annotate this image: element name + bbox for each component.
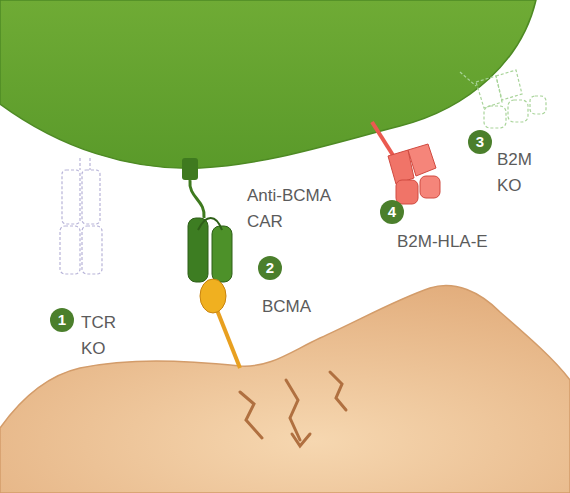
part-label: B2M-HLA-E <box>397 229 527 255</box>
part-label: Anti-BCMA CAR <box>247 183 339 235</box>
tumor-cell <box>0 285 570 493</box>
callout-number: 3 <box>468 130 492 154</box>
killing-signal <box>240 372 346 446</box>
bcma-antigen <box>200 279 240 368</box>
hla-e-molecule <box>372 122 440 204</box>
t-cell <box>0 0 536 168</box>
part-label: TCR KO <box>81 310 121 362</box>
b2m-ko-outline <box>460 70 546 128</box>
callout-number: 1 <box>50 308 74 332</box>
callout-number: 2 <box>258 256 282 280</box>
part-label: BCMA <box>262 294 332 320</box>
callout-number: 4 <box>380 200 404 224</box>
tcr-ko-outline <box>60 158 102 274</box>
part-label: B2M KO <box>497 147 547 199</box>
car-receptor <box>182 158 232 282</box>
